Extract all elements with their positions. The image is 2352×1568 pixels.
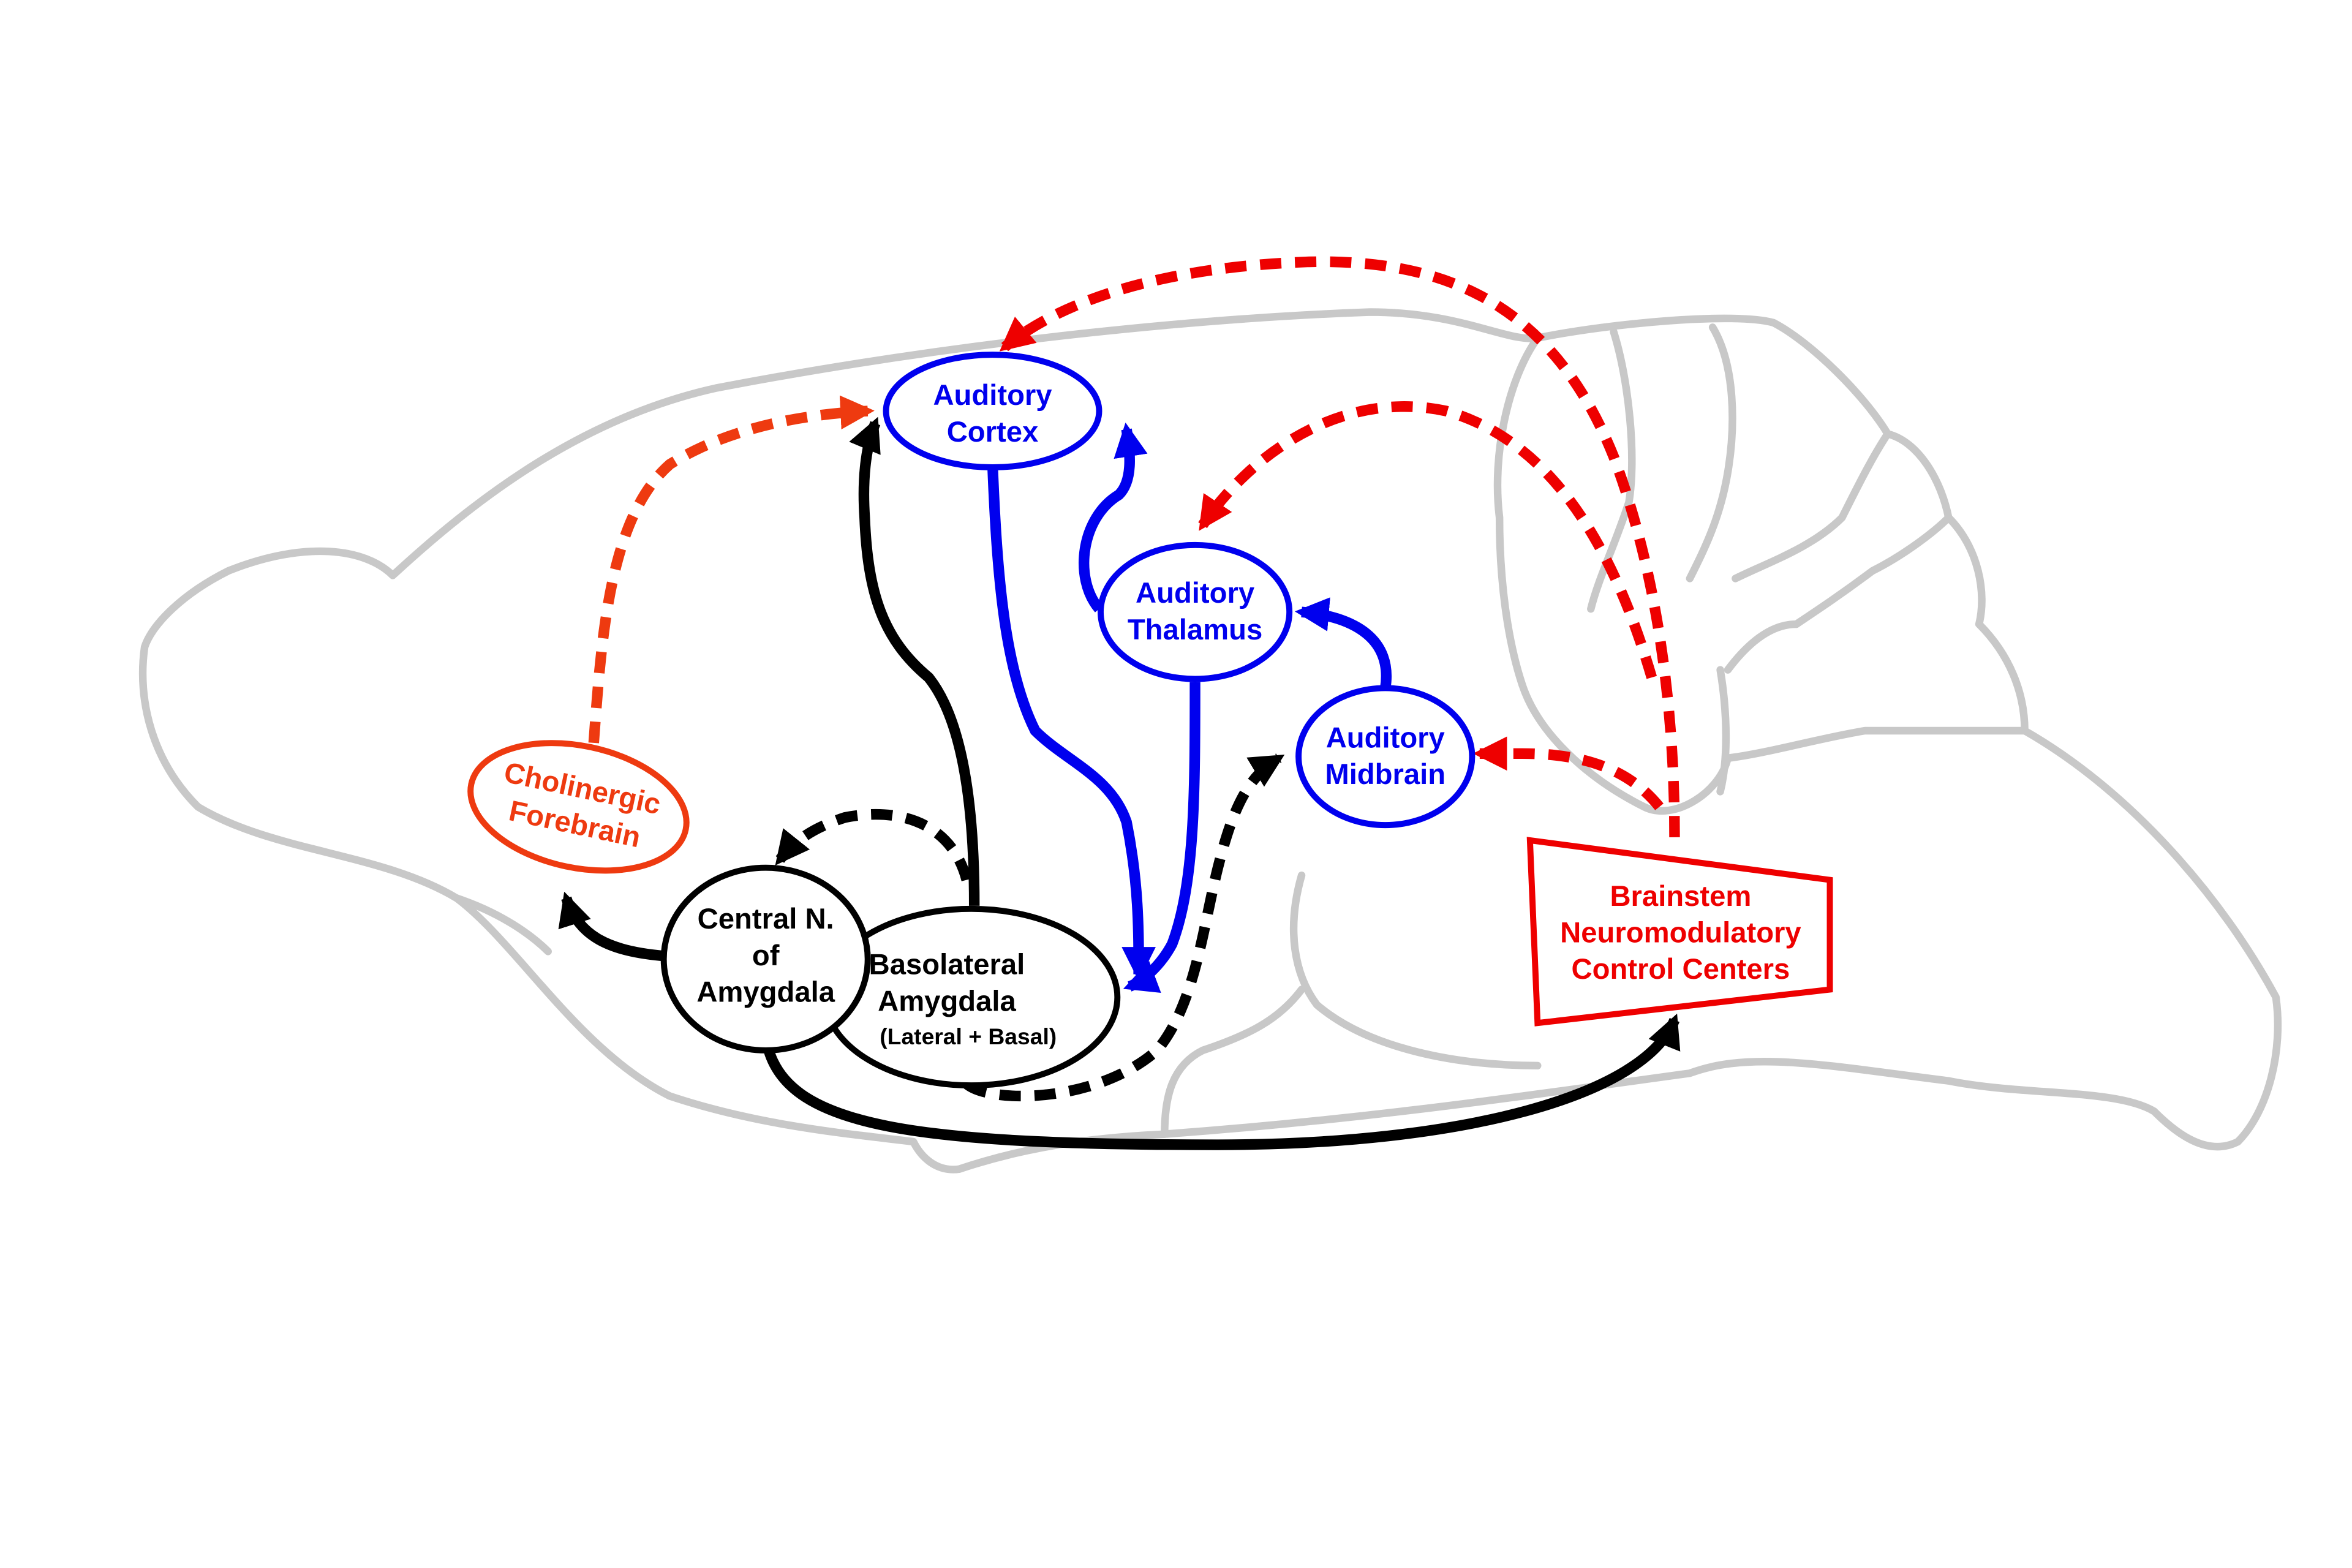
auditory-thalamus-line2: Thalamus <box>1128 614 1262 646</box>
arrow-midbrain-to-thalamus <box>1294 597 1392 689</box>
hindbrain-contour <box>1518 681 1732 815</box>
basolateral-amygdala-line2: Amygdala <box>878 985 1016 1017</box>
brain-outline <box>138 308 2282 1174</box>
arrow-central-to-brainstem <box>763 1013 1681 1150</box>
ventral-contour <box>1161 986 1306 1138</box>
cholinergic-forebrain-ellipse <box>467 740 690 874</box>
central-amygdala-ellipse <box>660 864 871 1054</box>
cerebellum-fold-4 <box>1732 430 1892 582</box>
node-cholinergic-forebrain: Cholinergic Forebrain <box>467 740 690 874</box>
node-auditory-cortex: Auditory Cortex <box>883 352 1102 470</box>
node-auditory-thalamus: Auditory Thalamus <box>1098 541 1293 682</box>
arrow-basolateral-to-central <box>775 809 972 881</box>
brainstem-line1: Brainstem <box>1610 880 1751 913</box>
node-brainstem-neuromodulatory: Brainstem Neuromodulatory Control Center… <box>1526 837 1833 1027</box>
arrow-cortex-to-basolateral <box>987 464 1156 981</box>
basolateral-amygdala-line3: (Lateral + Basal) <box>880 1023 1057 1049</box>
auditory-cortex-ellipse <box>883 352 1102 470</box>
auditory-thalamus-line1: Auditory <box>1136 577 1254 609</box>
arrow-thalamus-to-basolateral <box>1123 682 1200 993</box>
central-amygdala-line3: Amygdala <box>696 976 835 1008</box>
arrow-central-to-cholinergic <box>558 891 666 962</box>
basolateral-amygdala-line1: Basolateral <box>869 949 1025 981</box>
node-basolateral-amygdala: Basolateral Amygdala (Lateral + Basal) <box>822 905 1121 1089</box>
central-amygdala-line1: Central N. <box>698 903 834 935</box>
arrow-cholinergic-to-auditory-cortex <box>588 395 875 744</box>
arrow-brainstem-to-auditory-thalamus <box>1198 401 1657 679</box>
cerebellum-fold-8 <box>1724 726 2029 762</box>
central-amygdala-line2: of <box>752 940 780 972</box>
cerebellum-fold-1 <box>1493 334 1542 689</box>
arrow-brainstem-to-auditory-cortex <box>999 256 1680 837</box>
arrow-brainstem-to-auditory-midbrain <box>1472 736 1664 810</box>
auditory-cortex-line1: Auditory <box>933 379 1052 412</box>
auditory-midbrain-line2: Midbrain <box>1325 758 1446 791</box>
cerebellum-fold-2 <box>1587 328 1636 613</box>
auditory-cortex-line2: Cortex <box>947 416 1039 448</box>
brainstem-line3: Control Centers <box>1572 953 1790 986</box>
auditory-midbrain-line1: Auditory <box>1326 722 1445 754</box>
auditory-midbrain-ellipse <box>1295 685 1476 829</box>
cerebellum-fold-3 <box>1686 323 1736 582</box>
arrow-basolateral-to-midbrain <box>963 753 1285 1102</box>
node-central-amygdala: Central N. of Amygdala <box>660 864 871 1054</box>
brainstem-line2: Neuromodulatory <box>1560 916 1801 949</box>
cerebellum-fold-5 <box>1792 513 1953 628</box>
midbrain-contour <box>1289 871 1542 1070</box>
node-auditory-midbrain: Auditory Midbrain <box>1295 685 1476 829</box>
connections <box>558 256 1681 1150</box>
cerebellum-fold-7 <box>1716 666 1730 796</box>
cerebellum-fold-6 <box>1724 620 1801 674</box>
auditory-thalamus-ellipse <box>1098 541 1293 682</box>
arrow-thalamus-to-cortex <box>1079 422 1148 612</box>
arrow-basolateral-to-auditory-cortex <box>849 417 980 906</box>
olfactory-contour <box>453 894 552 956</box>
brainstem-trapezoid <box>1526 837 1833 1027</box>
brain-outer-contour <box>138 308 2282 1174</box>
